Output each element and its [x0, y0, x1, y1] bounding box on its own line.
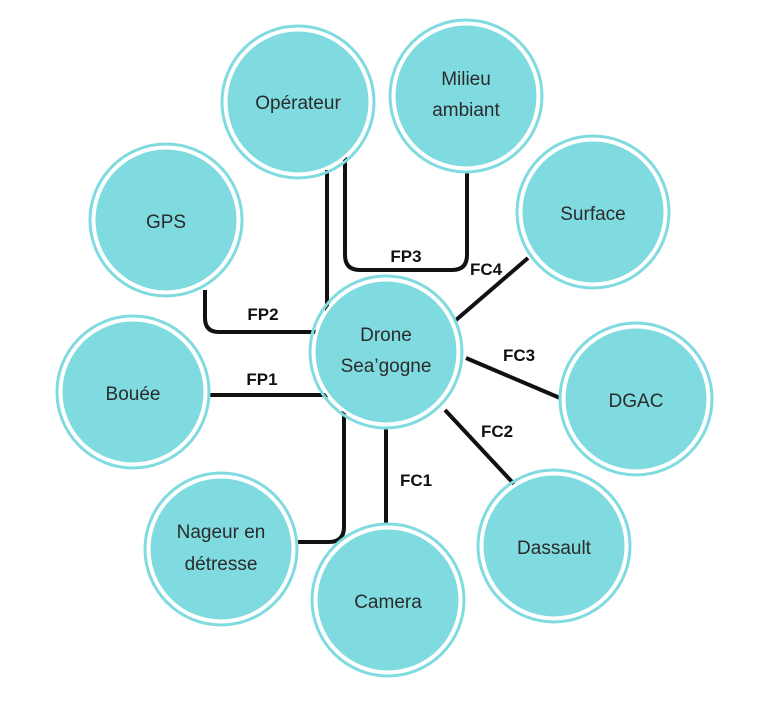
link-fc4 [454, 256, 530, 322]
link-label-fc2: FC2 [481, 422, 513, 441]
node-dgac: DGAC [558, 321, 714, 477]
link-fc3 [465, 356, 561, 400]
link-labels: FP3 FP2 FP1 FC1 FC2 FC3 FC4 [246, 247, 535, 490]
node-nageur-en-detresse: Nageur en détresse [143, 471, 299, 627]
node-label-dassault: Dassault [517, 538, 592, 559]
node-label-dgac: DGAC [609, 391, 664, 412]
node-label-drone-line1: Drone [360, 325, 412, 346]
link-fc2 [443, 408, 516, 486]
node-label-nageur-line2: détresse [185, 554, 258, 575]
node-surface: Surface [515, 134, 671, 290]
nodes-layer: Opérateur Milieu ambiant GPS Surface Bou… [55, 18, 714, 678]
link-label-fc4: FC4 [470, 260, 503, 279]
link-label-fc1: FC1 [400, 471, 432, 490]
node-operateur: Opérateur [220, 24, 376, 180]
link-label-fc3: FC3 [503, 346, 535, 365]
node-milieu-ambiant: Milieu ambiant [388, 18, 544, 174]
node-bouee: Bouée [55, 314, 211, 470]
node-label-gps: GPS [146, 212, 186, 233]
node-dassault: Dassault [476, 468, 632, 624]
link-fp3 [343, 152, 469, 272]
node-label-camera: Camera [354, 592, 422, 613]
link-label-fp2: FP2 [247, 305, 278, 324]
node-camera: Camera [310, 522, 466, 678]
node-label-milieu-line2: ambiant [432, 100, 500, 121]
node-label-milieu-line1: Milieu [441, 69, 491, 90]
node-gps: GPS [88, 142, 244, 298]
link-label-fp3: FP3 [390, 247, 421, 266]
node-label-operateur: Opérateur [255, 93, 341, 114]
link-label-fp1: FP1 [246, 370, 277, 389]
node-label-nageur-line1: Nageur en [177, 522, 266, 543]
node-drone-seagogne: Drone Sea’gogne [308, 274, 464, 430]
node-label-drone-line2: Sea’gogne [341, 356, 432, 377]
node-label-bouee: Bouée [106, 384, 161, 405]
node-label-surface: Surface [560, 204, 625, 225]
